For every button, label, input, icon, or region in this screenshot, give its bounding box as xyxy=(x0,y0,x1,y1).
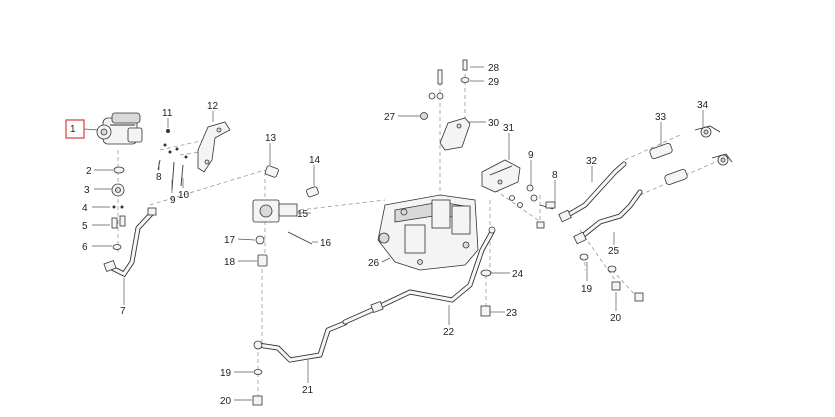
callout-22[interactable]: 22 xyxy=(443,327,455,338)
bracket-parts-8-12 xyxy=(157,121,231,191)
callout-4[interactable]: 4 xyxy=(82,203,88,214)
bracket-parts-27-30 xyxy=(420,59,471,151)
callout-16[interactable]: 16 xyxy=(320,238,332,249)
callout-9-right[interactable]: 9 xyxy=(528,150,534,161)
valve-parts-13-16 xyxy=(252,165,319,245)
fittings-parts-8-9-right xyxy=(509,184,556,229)
callout-21[interactable]: 21 xyxy=(302,385,314,396)
callout-17[interactable]: 17 xyxy=(224,235,236,246)
callout-25[interactable]: 25 xyxy=(608,246,620,257)
callout-1[interactable]: 1 xyxy=(70,124,76,135)
valve-block-part-31 xyxy=(481,159,521,193)
callout-7[interactable]: 7 xyxy=(120,306,126,317)
couplers-parts-33-34 xyxy=(649,125,733,186)
callout-31[interactable]: 31 xyxy=(503,123,515,134)
pipe-part-21 xyxy=(252,320,348,406)
callout-labels: 1 2 3 4 5 6 7 8 9 10 11 12 13 14 15 16 1… xyxy=(70,63,709,407)
callout-30[interactable]: 30 xyxy=(488,118,500,129)
pipe-part-22 xyxy=(342,226,496,325)
callout-6[interactable]: 6 xyxy=(82,242,88,253)
callout-29[interactable]: 29 xyxy=(488,77,500,88)
callout-20-right[interactable]: 20 xyxy=(610,313,622,324)
callout-18[interactable]: 18 xyxy=(224,257,236,268)
selected-callout-highlight xyxy=(65,119,85,139)
callout-2[interactable]: 2 xyxy=(86,166,92,177)
callout-19-right[interactable]: 19 xyxy=(581,284,593,295)
callout-9[interactable]: 9 xyxy=(170,195,176,206)
callout-26[interactable]: 26 xyxy=(368,258,380,269)
callout-15[interactable]: 15 xyxy=(297,209,309,220)
hose-part-7 xyxy=(103,207,157,278)
callout-27[interactable]: 27 xyxy=(384,112,396,123)
fitting-part-18 xyxy=(257,254,268,267)
callout-14[interactable]: 14 xyxy=(309,155,321,166)
callout-19[interactable]: 19 xyxy=(220,368,232,379)
callout-23[interactable]: 23 xyxy=(506,308,518,319)
callout-5[interactable]: 5 xyxy=(82,221,88,232)
callout-10[interactable]: 10 xyxy=(178,190,190,201)
callout-12[interactable]: 12 xyxy=(207,101,219,112)
callout-3[interactable]: 3 xyxy=(84,185,90,196)
control-block-part-26 xyxy=(377,194,479,271)
callout-11[interactable]: 11 xyxy=(162,108,173,119)
callout-8-right[interactable]: 8 xyxy=(552,170,558,181)
callout-28[interactable]: 28 xyxy=(488,63,500,74)
pump-seals-parts-2-6 xyxy=(111,166,126,250)
hose-part-25 xyxy=(573,189,644,302)
leader-lines xyxy=(83,66,704,401)
callout-13[interactable]: 13 xyxy=(265,133,277,144)
callout-32[interactable]: 32 xyxy=(586,156,598,167)
callout-34[interactable]: 34 xyxy=(697,100,709,111)
callout-33[interactable]: 33 xyxy=(655,112,667,123)
callout-20[interactable]: 20 xyxy=(220,396,232,407)
pump-part-1 xyxy=(96,112,143,145)
hose-part-32 xyxy=(558,161,627,223)
callout-8[interactable]: 8 xyxy=(156,172,162,183)
callout-24[interactable]: 24 xyxy=(512,269,524,280)
